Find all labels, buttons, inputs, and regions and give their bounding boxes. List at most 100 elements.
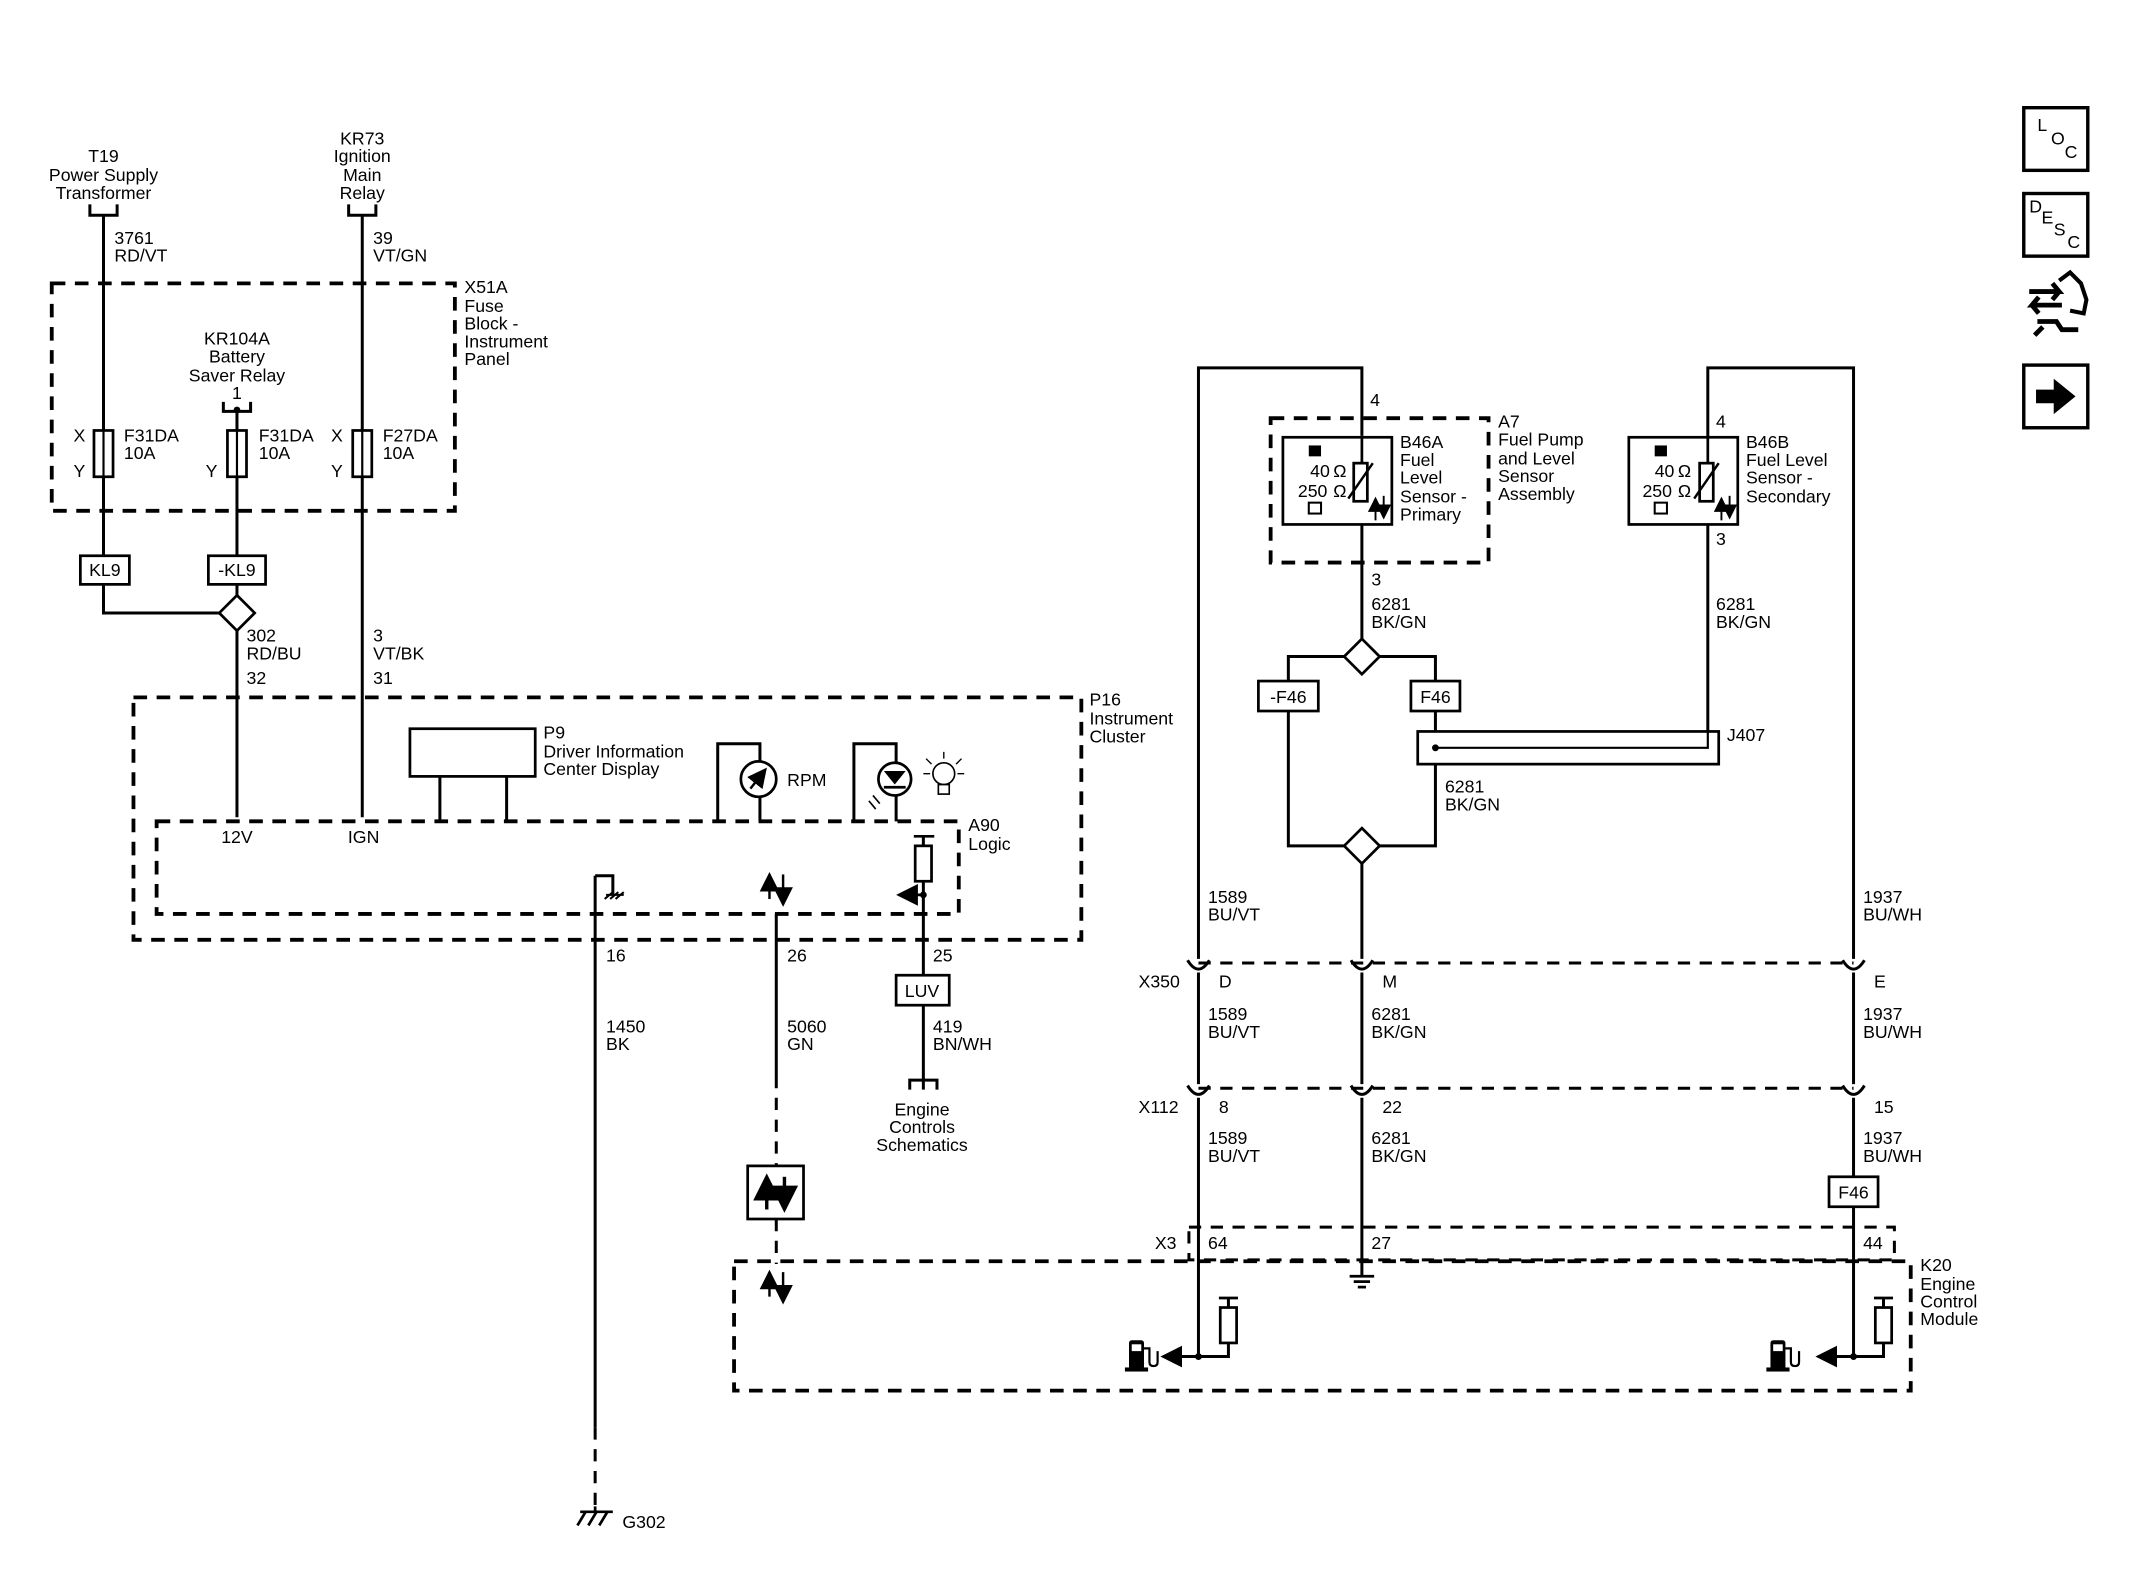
p9-label-3: Center Display [543,759,659,779]
b46a-fuel-level-sensor-primary: 40 Ω 250 Ω B46A Fuel Level Sensor - Prim… [1281,432,1467,526]
fuse-2-name: F31DA [259,425,314,445]
wire-1937-color-2: BU/WH [1863,1022,1922,1042]
indicator-lamp-icon [852,742,965,822]
p16-label-3: Cluster [1090,726,1146,746]
pullup-resistor-symbol [913,844,933,883]
fuel-gauge-icon-right [1766,1340,1801,1372]
kr73-label-1: KR73 [340,128,384,148]
wire-6281-color-3: BK/GN [1445,794,1500,814]
pin-d-label: D [1219,971,1232,991]
x51a-label-2: Fuse [464,296,503,316]
wire-5060-color: GN [787,1034,814,1054]
pin-27-label: 27 [1371,1233,1391,1253]
fuse-f31da-1: X Y F31DA 10A [74,425,180,480]
neg-f46-tag [1257,679,1320,713]
wire-1589-color-3: BU/VT [1208,1146,1260,1166]
engine-controls-label-1: Engine [894,1100,949,1120]
k20-label-4: Module [1920,1309,1978,1329]
x51a-fuse-block-outline [49,281,457,513]
wire-6281-number-3: 6281 [1445,777,1484,797]
full-tank-icon-b [1654,445,1667,457]
fuse-3-rating: 10A [383,443,415,463]
ground-g302-icon [576,1506,613,1527]
empty-tank-icon-b [1653,501,1668,515]
a90-label-2: Logic [968,834,1010,854]
ohm-unit-a2: Ω [1333,481,1346,501]
wire-6281-color-1: BK/GN [1371,612,1426,632]
b46a-label-5: Primary [1400,504,1461,524]
pin-15-label: 15 [1874,1097,1894,1117]
serial-data-module-symbol [746,1164,805,1221]
b46a-label-2: Fuel [1400,450,1434,470]
fuse-x-label-3: X [331,425,343,445]
a90-logic-outline [154,819,961,916]
splice-diamond-bottom [1342,826,1382,866]
ohm-250-b: 250 [1642,481,1672,501]
desc-letter-c: C [2067,232,2080,252]
a90-label-1: A90 [968,815,1000,835]
connector-repair-icon[interactable] [2026,269,2089,337]
serial-data-arrows-icon-2 [759,1269,793,1305]
fuse-2-rating: 10A [259,443,291,463]
x3-label: X3 [1155,1233,1177,1253]
p16-label-2: Instrument [1090,709,1174,729]
fuse-f27da: X Y F27DA 10A [331,425,438,480]
fuse-3-name: F27DA [383,425,438,445]
label-ign: IGN [348,827,379,847]
pin-4-label-primary: 4 [1370,390,1380,410]
pin-3-label-primary: 3 [1371,570,1381,590]
kl9-tag-label: KL9 [89,560,120,580]
splice-diamond-top [1342,636,1382,677]
b46b-label-2: Fuel Level [1746,450,1828,470]
desc-button[interactable]: D E S C [2022,191,2090,258]
engine-controls-label-2: Controls [889,1117,955,1137]
kr73-label-2: Ignition [334,146,391,166]
empty-tank-icon [1307,501,1323,515]
fuse-1-rating: 10A [124,443,156,463]
full-tank-icon [1308,445,1322,457]
kr73-label-3: Main [343,165,381,185]
k20-engine-control-module-outline [732,1259,1913,1393]
wire-39-color: VT/GN [373,246,427,266]
x51a-label-3: Block - [464,314,518,334]
a7-label-5: Assembly [1498,484,1575,504]
wire-1589-color-2: BU/VT [1208,1022,1260,1042]
a7-label-4: Sensor [1498,466,1554,486]
wire-6281-number-4: 6281 [1371,1004,1410,1024]
kr104a-label-3: Saver Relay [189,365,285,385]
kr104a-label-2: Battery [209,346,265,366]
engine-controls-label-3: Schematics [876,1135,968,1155]
wire-302-color: RD/BU [247,643,302,663]
pin-8-label: 8 [1219,1097,1229,1117]
wire-39-number: 39 [373,228,393,248]
fuse-y-label-3: Y [331,461,343,481]
f46-tag-1-label: F46 [1420,687,1451,707]
wire-3-color: VT/BK [373,643,424,663]
ecm-pullup-resistor-left [1218,1306,1238,1345]
b46b-label-3: Sensor - [1746,468,1813,488]
pin-25-label: 25 [933,946,953,966]
loc-letter-c: C [2065,142,2078,162]
ohm-unit-a1: Ω [1333,461,1346,481]
fuse-y-label-1: Y [74,461,86,481]
k20-label-1: K20 [1920,1255,1952,1275]
x112-pins [1186,1084,1866,1096]
pin-m-label: M [1382,971,1397,991]
neg-f46-tag-label: -F46 [1270,687,1307,707]
loc-button[interactable]: L O C [2022,105,2090,173]
kl9-tag [78,554,131,586]
wire-6281-number-5: 6281 [1371,1128,1410,1148]
ohm-unit-b2: Ω [1678,481,1691,501]
a7-fuel-pump-assembly-outline [1268,416,1491,565]
wire-1450-number: 1450 [606,1016,646,1036]
ohm-unit-b1: Ω [1678,461,1691,481]
f46-tag-2-label: F46 [1838,1183,1869,1203]
wire-1589-number-3: 1589 [1208,1128,1247,1148]
wire-419-color: BN/WH [933,1034,992,1054]
g302-label: G302 [622,1512,665,1532]
x51a-label-5: Panel [464,349,509,369]
desc-letter-s: S [2054,220,2066,240]
ohm-40-b: 40 [1655,461,1675,481]
wire-6281-color-2: BK/GN [1716,612,1771,632]
next-arrow-button[interactable] [2022,363,2090,430]
